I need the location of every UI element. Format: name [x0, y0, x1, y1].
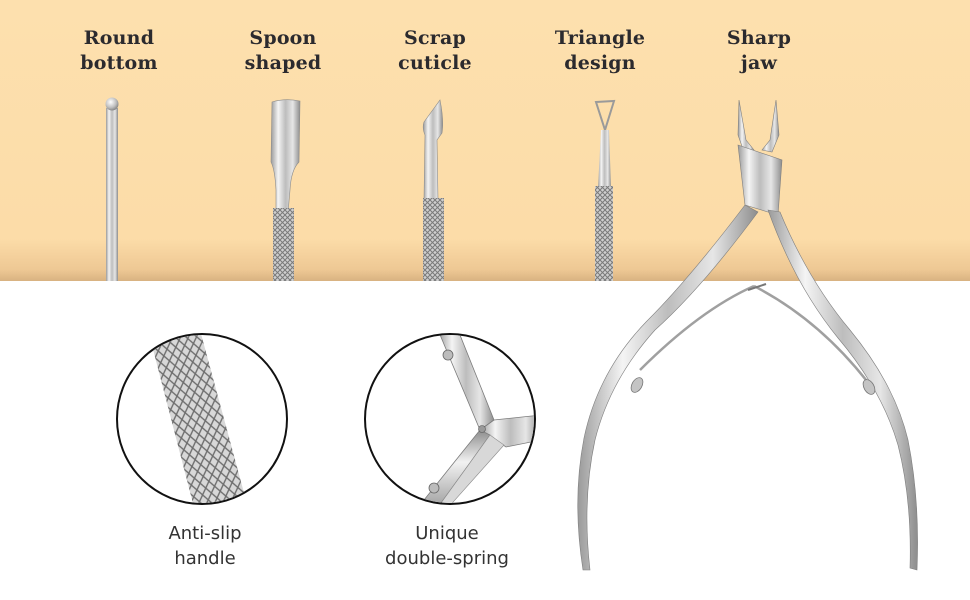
- knurled-handle-closeup-icon: [149, 335, 247, 503]
- caption-line: Unique: [415, 523, 479, 544]
- cuticle-nipper-icon: [577, 99, 918, 571]
- label-line: Sharp: [726, 27, 792, 49]
- caption-line: Anti-slip: [168, 523, 242, 544]
- label-line: Triangle: [554, 27, 646, 49]
- label-spoon-shaped: Spoon shaped: [203, 26, 363, 76]
- caption-line: handle: [174, 548, 236, 569]
- anti-slip-closeup: [116, 333, 288, 505]
- label-sharp-jaw: Sharp jaw: [679, 26, 839, 76]
- label-triangle-design: Triangle design: [520, 26, 680, 76]
- caption-line: double-spring: [385, 548, 509, 569]
- label-line: design: [564, 52, 636, 74]
- label-line: bottom: [80, 52, 158, 74]
- double-spring-closeup-icon: [421, 335, 534, 503]
- feature-band: [0, 0, 970, 281]
- label-round-bottom: Round bottom: [39, 26, 199, 76]
- triangle-remover-icon: [594, 99, 616, 281]
- label-line: Round: [83, 27, 155, 49]
- label-line: cuticle: [398, 52, 472, 74]
- label-line: jaw: [740, 52, 778, 74]
- label-line: Spoon: [249, 27, 317, 49]
- round-bottom-pusher-icon: [105, 97, 119, 281]
- label-line: shaped: [244, 52, 322, 74]
- double-spring-closeup: [364, 333, 536, 505]
- label-line: Scrap: [404, 27, 466, 49]
- caption-double-spring: Unique double-spring: [347, 521, 547, 571]
- spoon-pusher-icon: [270, 99, 301, 281]
- label-scrap-cuticle: Scrap cuticle: [355, 26, 515, 76]
- caption-anti-slip: Anti-slip handle: [105, 521, 305, 571]
- cuticle-scraper-icon: [422, 99, 444, 281]
